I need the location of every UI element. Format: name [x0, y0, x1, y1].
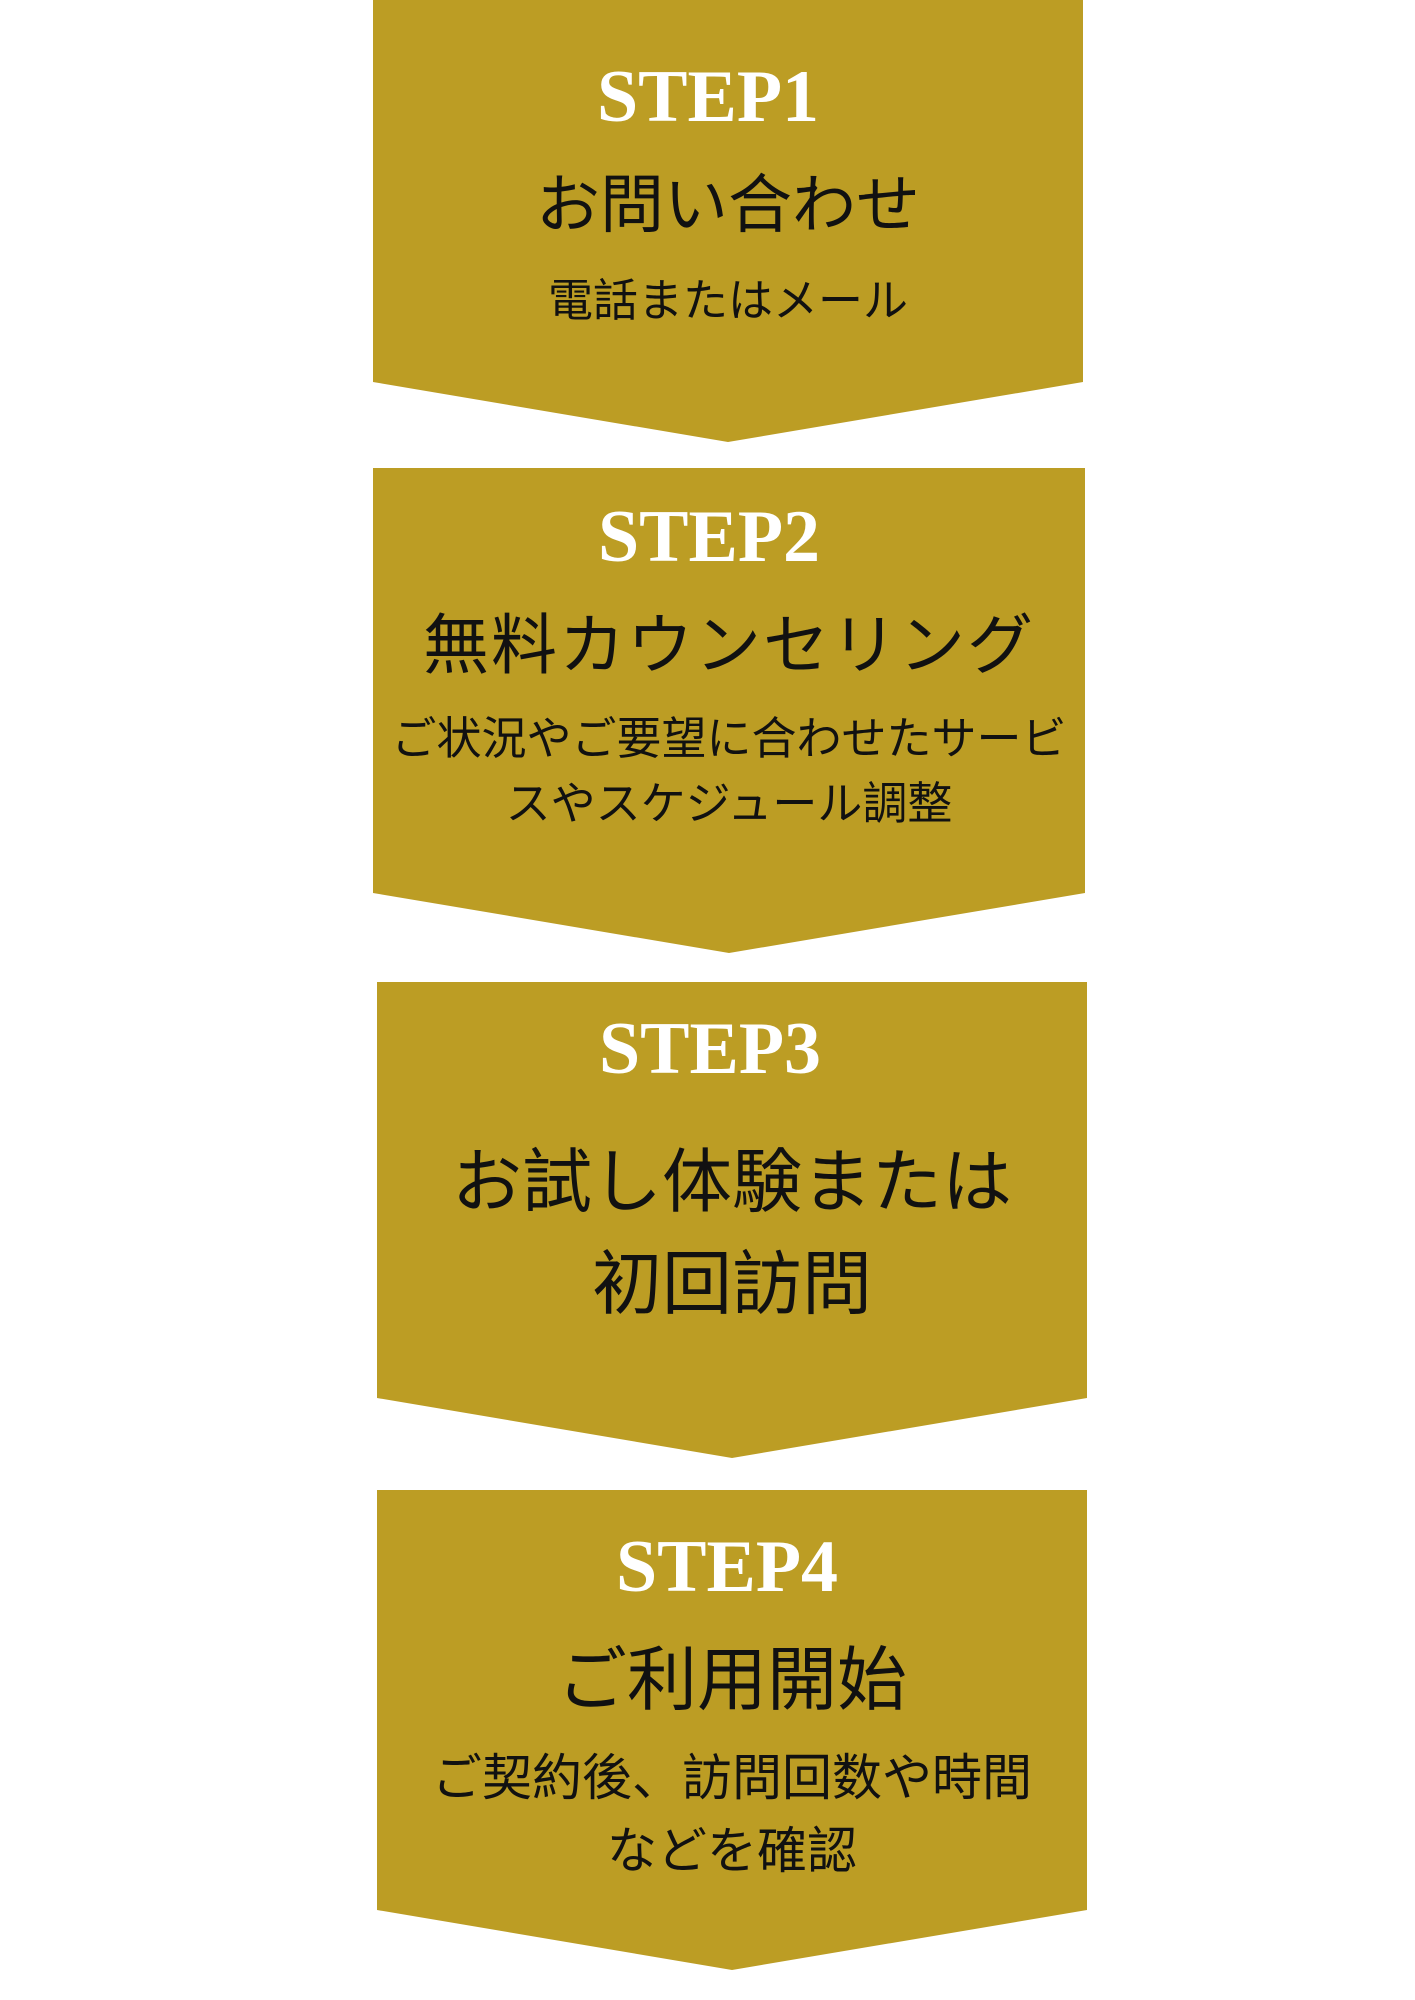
step-4-description: ご契約後、訪問回数や時間 などを確認: [377, 1742, 1087, 1887]
step-4-description-line-1: ご契約後、訪問回数や時間: [432, 1749, 1032, 1807]
step-3-label: STEP3: [598, 1008, 822, 1090]
step-1-description: 電話またはメール: [547, 274, 908, 327]
step-4-box: STEP4 ご利用開始 ご契約後、訪問回数や時間 などを確認: [377, 1490, 1087, 1970]
step-3-title: お試し体験または 初回訪問: [377, 1132, 1087, 1335]
step-3-title-line-2: 初回訪問: [592, 1242, 872, 1325]
step-2-title: 無料カウンセリング: [423, 607, 1035, 684]
step-1-title: お問い合わせ: [536, 169, 920, 243]
step-4-description-line-2: などを確認: [607, 1821, 857, 1880]
step-1-box: STEP1 お問い合わせ 電話またはメール: [373, 0, 1083, 442]
step-2-label: STEP2: [597, 496, 821, 578]
step-4-title: ご利用開始: [557, 1639, 907, 1721]
step-2-box: STEP2 無料カウンセリング ご状況やご要望に合わせたサービスやスケジュール調…: [373, 468, 1085, 953]
step-4-label: STEP4: [615, 1526, 839, 1608]
step-3-box: STEP3 お試し体験または 初回訪問: [377, 982, 1087, 1458]
step-2-description: ご状況やご要望に合わせたサービスやスケジュール調整: [391, 712, 1067, 831]
step-3-title-line-1: お試し体験または: [452, 1141, 1012, 1223]
step-1-label: STEP1: [596, 56, 820, 138]
